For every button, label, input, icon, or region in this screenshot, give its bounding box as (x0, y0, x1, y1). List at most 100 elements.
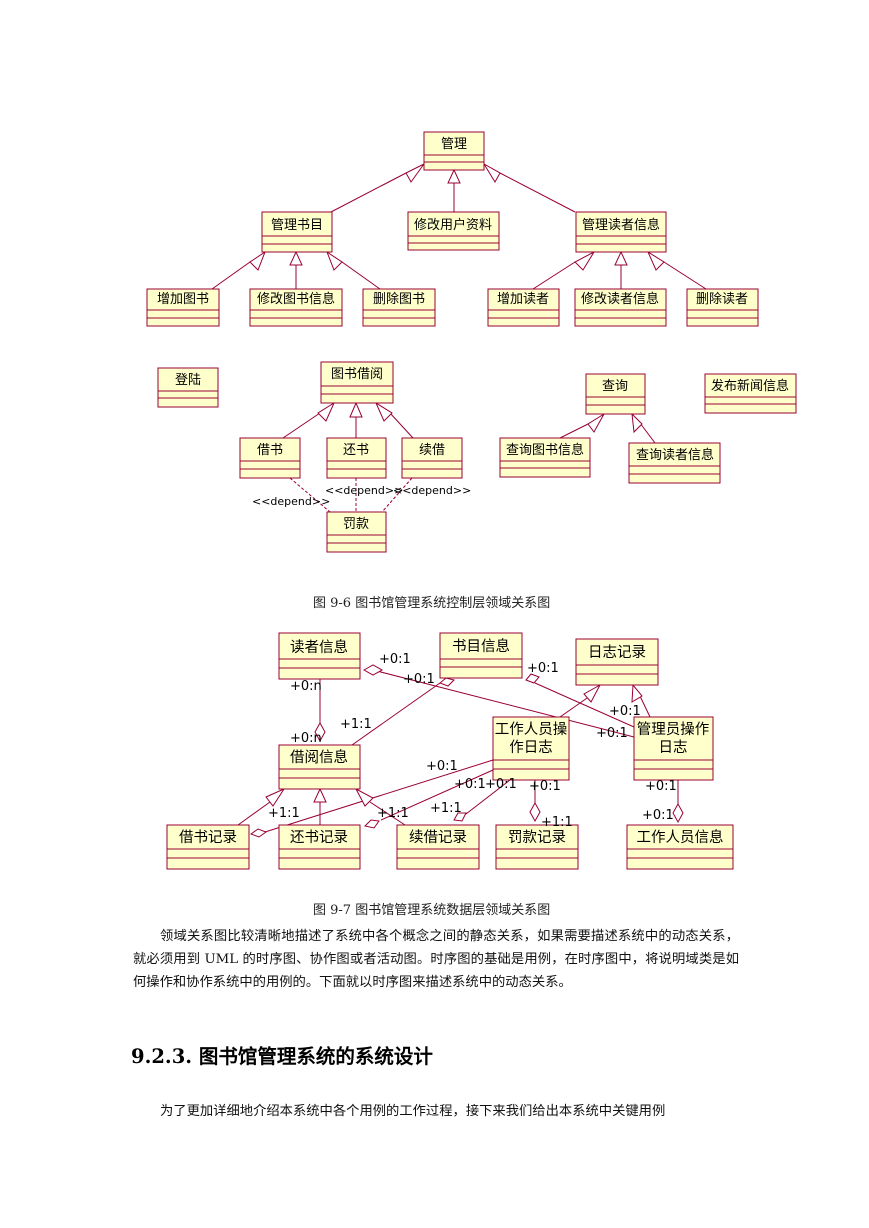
mult-jieyue-shumu-end: +1:1 (340, 717, 372, 732)
class-chaxun: 查询 (585, 373, 646, 415)
figure-9-7: 读者信息 书目信息 日志记录 工作人员操 作日志 管理员操作 日志 借阅信息 (166, 632, 734, 870)
class-gongzuo-rizhi-label-2: 作日志 (509, 739, 553, 756)
mult-gongzuo-left: +0:1 (426, 759, 458, 774)
body-paragraph-1: 领域关系图比较清晰地描述了系统中各个概念之间的静态关系，如果需要描述系统中的动态… (133, 929, 739, 990)
class-gongzuo-rizhi: 工作人员操 作日志 (492, 716, 570, 781)
figure-9-6: 管理 管理书目 修改用户资料 管理读者信息 增加图书 修改图书信息 (146, 131, 797, 553)
class-xiugai-yonghu: 修改用户资料 (407, 211, 500, 251)
association-edges (237, 669, 679, 833)
mult-gongzuo-xujie: +0:1 (485, 777, 517, 792)
class-zengjia-duzhe-label: 增加读者 (497, 292, 549, 307)
class-guanli-shumu-label: 管理书目 (271, 218, 323, 233)
class-xujie-jilu-label: 续借记录 (409, 829, 467, 846)
figure-9-7-caption: 图 9-7 图书馆管理系统数据层领域关系图 (313, 903, 551, 918)
class-shanchu-tushu: 删除图书 (362, 288, 436, 327)
class-xujie-jilu: 续借记录 (396, 824, 480, 870)
class-shanchu-duzhe: 删除读者 (686, 288, 759, 327)
class-fakuan: 罚款 (326, 511, 387, 553)
mult-guanli-bottom: +0:1 (645, 779, 677, 794)
class-denglu-label: 登陆 (175, 372, 201, 388)
mult-shumu-rizhi: +0:1 (527, 661, 559, 676)
class-chaxun-tushu: 查询图书信息 (499, 437, 591, 478)
mult-huanshu-end: +1:1 (377, 806, 409, 821)
arrowheads-and-diamonds (249, 664, 684, 838)
class-zengjia-tushu: 增加图书 (146, 288, 220, 327)
depend-edges (289, 477, 413, 513)
class-huanshu: 还书 (326, 437, 387, 479)
class-fabu-xinwen: 发布新闻信息 (704, 373, 797, 414)
class-fabu-xinwen-label: 发布新闻信息 (711, 378, 789, 394)
class-tushu-jieyue: 图书借阅 (320, 361, 394, 404)
generalization-arrowheads (249, 162, 665, 434)
body-paragraph-2: 为了更加详细地介绍本系统中各个用例的工作过程，接下来我们给出本系统中关键用例 (160, 1104, 666, 1119)
class-xiugai-yonghu-label: 修改用户资料 (414, 217, 492, 233)
generalization-edges (211, 172, 707, 444)
class-rizhi-jilu-label: 日志记录 (588, 644, 646, 661)
class-tushu-jieyue-label: 图书借阅 (331, 367, 383, 382)
class-shumu-xinxi-label: 书目信息 (452, 638, 510, 655)
class-jieshu-jilu-label: 借书记录 (179, 829, 237, 846)
mult-jieshu-end: +1:1 (268, 806, 300, 821)
multiplicity-labels: +0:1 +0:n +0:1 +0:1 +1:1 +0:n +0:1 +0:1 … (268, 652, 677, 830)
class-fakuan-jilu-label: 罚款记录 (508, 829, 566, 846)
class-duzhe-xinxi: 读者信息 (278, 632, 361, 680)
class-shumu-xinxi: 书目信息 (439, 632, 523, 679)
mult-gongzuo-huanshu: +0:1 (454, 777, 486, 792)
class-xujie-label: 续借 (419, 443, 445, 458)
mult-xujie-end: +1:1 (430, 801, 462, 816)
class-shanchu-duzhe-label: 删除读者 (696, 292, 748, 307)
class-jieshu: 借书 (239, 437, 301, 479)
class-gongzuo-rizhi-label-1: 工作人员操 (495, 721, 568, 738)
class-xiugai-duzhe: 修改读者信息 (574, 288, 667, 327)
depend-label-middle: <<depend>> (325, 484, 403, 497)
class-denglu: 登陆 (157, 367, 219, 408)
class-xujie: 续借 (401, 437, 463, 479)
figure-9-6-caption: 图 9-6 图书馆管理系统控制层领域关系图 (313, 596, 551, 611)
class-guanli-duzhe: 管理读者信息 (575, 211, 667, 253)
class-xiugai-duzhe-label: 修改读者信息 (581, 291, 659, 307)
class-duzhe-xinxi-label: 读者信息 (290, 639, 348, 656)
class-zengjia-duzhe: 增加读者 (487, 288, 560, 327)
class-zengjia-tushu-label: 增加图书 (157, 292, 209, 307)
class-gongzuo-renyuan: 工作人员信息 (626, 824, 734, 870)
mult-gongzuo-guanli-a: +0:1 (609, 704, 641, 719)
mult-duzhe-shumu: +0:1 (379, 652, 411, 667)
uml-diagrams: 管理 管理书目 修改用户资料 管理读者信息 增加图书 修改图书信息 (146, 131, 797, 870)
class-xiugai-tushu: 修改图书信息 (249, 288, 343, 327)
class-huanshu-jilu-label: 还书记录 (290, 829, 348, 846)
class-fakuan-jilu: 罚款记录 (495, 824, 579, 870)
mult-renyuan-top: +0:1 (642, 808, 674, 823)
mult-fakuan-end: +1:1 (541, 815, 573, 830)
class-chaxun-duzhe-label: 查询读者信息 (636, 447, 714, 463)
class-jieshu-label: 借书 (257, 443, 283, 458)
class-guanli-rizhi-label-1: 管理员操作 (637, 721, 710, 738)
class-shanchu-tushu-label: 删除图书 (373, 292, 425, 307)
class-huanshu-jilu: 还书记录 (278, 824, 361, 870)
class-guanli: 管理 (423, 131, 485, 171)
class-fakuan-label: 罚款 (343, 517, 369, 532)
class-guanli-rizhi: 管理员操作 日志 (633, 716, 714, 781)
class-guanli-shumu: 管理书目 (261, 211, 333, 253)
class-chaxun-tushu-label: 查询图书信息 (506, 442, 584, 458)
class-chaxun-duzhe: 查询读者信息 (628, 442, 721, 484)
class-guanli-rizhi-label-2: 日志 (659, 739, 688, 756)
mult-jieyue-top: +0:n (290, 731, 322, 746)
class-jieshu-jilu: 借书记录 (166, 824, 250, 870)
class-huanshu-label: 还书 (343, 443, 369, 458)
mult-gongzuo-fakuan: +0:1 (529, 779, 561, 794)
class-jieyue-xinxi: 借阅信息 (278, 744, 361, 790)
class-xiugai-tushu-label: 修改图书信息 (257, 291, 335, 307)
class-guanli-duzhe-label: 管理读者信息 (582, 217, 660, 233)
mult-duzhe-bottom: +0:n (290, 679, 322, 694)
depend-label-left: <<depend>> (252, 495, 330, 508)
class-rizhi-jilu: 日志记录 (575, 638, 659, 686)
class-guanli-label: 管理 (441, 137, 467, 152)
mult-shumu-gongzuo: +0:1 (403, 672, 435, 687)
class-chaxun-label: 查询 (602, 379, 628, 394)
mult-gongzuo-guanli-b: +0:1 (596, 726, 628, 741)
depend-label-right: <<depend>> (393, 484, 471, 497)
class-gongzuo-renyuan-label: 工作人员信息 (637, 829, 724, 846)
section-heading: 9.2.3. 图书馆管理系统的系统设计 (131, 1045, 433, 1068)
class-jieyue-xinxi-label: 借阅信息 (290, 749, 348, 766)
